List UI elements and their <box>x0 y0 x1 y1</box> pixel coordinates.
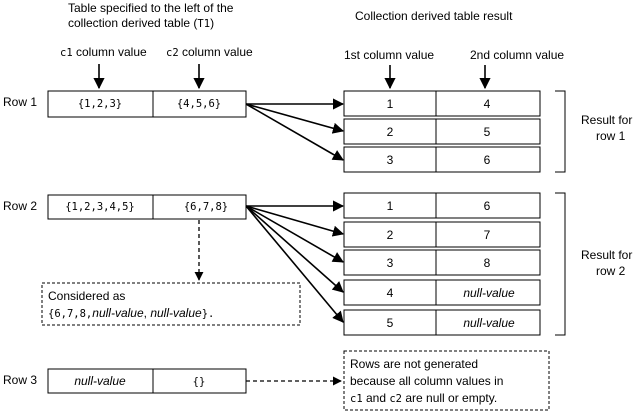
row2-result-4-first: 4 <box>387 286 394 300</box>
considered-as-note <box>41 282 301 326</box>
row1-result-3-first: 3 <box>387 153 394 167</box>
row2-result-1-first: 1 <box>387 199 394 213</box>
row1-result-1: 1 4 <box>343 90 541 117</box>
row2-result-1: 1 6 <box>343 192 541 219</box>
row2-result-5-second: null-value <box>463 316 515 330</box>
row1-result-3-second: 6 <box>484 153 491 167</box>
row1-result-2-second: 5 <box>484 125 491 139</box>
row2-result-3-first: 3 <box>387 256 394 270</box>
row2-result-4: 4 null-value <box>343 279 541 306</box>
rows-not-generated-note <box>343 350 550 411</box>
row1-arrow-2 <box>245 103 345 134</box>
row1-c1-value: {1,2,3} <box>78 98 122 110</box>
result-second-column-header: 2nd column value <box>470 48 564 62</box>
row1-result-1-first: 1 <box>387 97 394 111</box>
row1-arrow-3 <box>245 103 344 161</box>
row1-result-3: 3 6 <box>343 146 541 173</box>
result-for-row2-line2: row 2 <box>596 264 626 278</box>
row3-c2-value: {} <box>193 376 206 388</box>
row2-result-3: 3 8 <box>343 249 541 276</box>
row1-bracket <box>555 90 566 173</box>
rows-note-line1: Rows are not generated <box>350 357 478 371</box>
row3-input-table <box>47 368 247 394</box>
c2-column-header: c2 column value <box>166 45 253 59</box>
row2-arrow-3 <box>245 205 344 263</box>
result-for-row1-line2: row 1 <box>596 129 626 143</box>
top-left-caption-line2: collection derived table (T1) <box>68 16 214 30</box>
row2-result-5: 5 null-value <box>343 309 541 336</box>
row1-result-2: 2 5 <box>343 118 541 145</box>
row2-c2-value: {6,7,8} <box>184 201 228 213</box>
rows-note-line2: because all column values in <box>350 374 503 388</box>
result-first-column-header: 1st column value <box>344 48 434 62</box>
row2-c1-value: {1,2,3,4,5} <box>65 201 135 213</box>
considered-as-line1: Considered as <box>48 289 125 303</box>
considered-as-line2: {6,7,8,null-value, null-value}. <box>48 306 214 320</box>
result-for-row2-line1: Result for <box>581 248 632 262</box>
row2-bracket <box>555 192 566 336</box>
row1-result-2-first: 2 <box>387 125 394 139</box>
top-right-caption: Collection derived table result <box>355 9 513 23</box>
rows-note-line3: c1 and c2 are null or empty. <box>350 391 497 405</box>
row1-label: Row 1 <box>3 95 37 109</box>
row2-arrow-2 <box>245 205 345 237</box>
row2-result-2-second: 7 <box>484 228 491 242</box>
row2-arrow-4 <box>245 205 344 293</box>
row2-result-2-first: 2 <box>387 228 394 242</box>
row3-label: Row 3 <box>3 373 37 387</box>
row3-c1-value: null-value <box>74 374 126 388</box>
row2-label: Row 2 <box>3 199 37 213</box>
result-for-row1-line1: Result for <box>581 113 632 127</box>
row2-result-5-first: 5 <box>387 316 394 330</box>
row2-result-3-second: 8 <box>484 256 491 270</box>
row2-arrow-5 <box>245 205 344 323</box>
row2-result-2: 2 7 <box>343 221 541 248</box>
row2-result-1-second: 6 <box>484 199 491 213</box>
row1-c2-value: {4,5,6} <box>177 98 221 110</box>
row2-input-table <box>47 194 247 220</box>
row2-result-4-second: null-value <box>463 286 515 300</box>
row1-result-1-second: 4 <box>484 97 491 111</box>
c1-column-header: c1 column value <box>60 45 147 59</box>
row1-input-table <box>47 90 247 118</box>
top-left-caption-line1: Table specified to the left of the <box>68 1 234 15</box>
